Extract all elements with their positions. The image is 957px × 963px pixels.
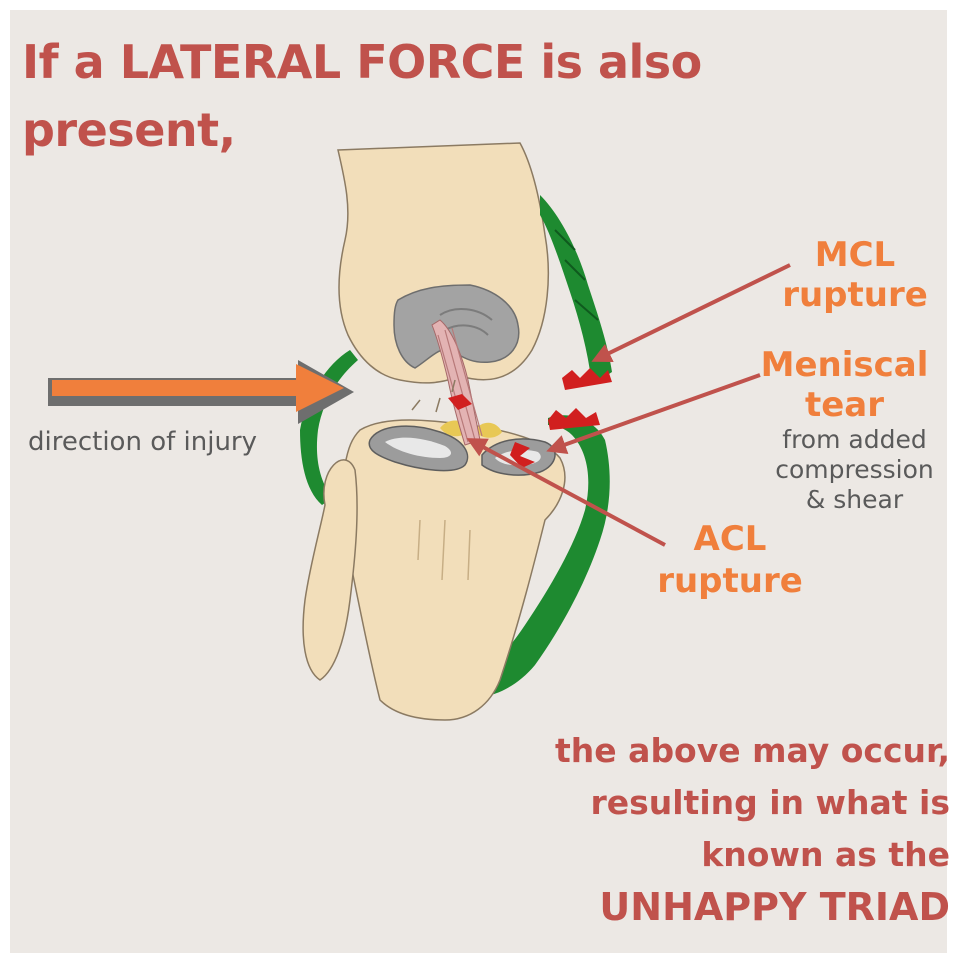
meniscal-label-line-2: tear — [742, 385, 947, 425]
acl-label-line-1: ACL — [640, 518, 820, 560]
meniscal-tear-label: Meniscal tear — [742, 345, 947, 425]
conclusion-line-1: the above may occur, — [430, 725, 950, 777]
acl-label-line-2: rupture — [640, 560, 820, 602]
title-line-2: present, — [22, 96, 782, 164]
mcl-label-line-1: MCL — [780, 235, 930, 275]
mcl-label-line-2: rupture — [780, 275, 930, 315]
acl-rupture-label: ACL rupture — [640, 518, 820, 602]
title-line-1: If a LATERAL FORCE is also — [22, 28, 782, 96]
meniscal-tear-note: from added compression & shear — [752, 425, 957, 515]
mcl-rupture-label: MCL rupture — [780, 235, 930, 315]
direction-of-injury-label: direction of injury — [28, 427, 257, 457]
conclusion-line-3: known as the — [430, 829, 950, 881]
meniscal-note-line-3: & shear — [752, 485, 957, 515]
meniscal-label-line-1: Meniscal — [742, 345, 947, 385]
conclusion-line-2: resulting in what is — [430, 777, 950, 829]
meniscal-note-line-2: compression — [752, 455, 957, 485]
conclusion-text: the above may occur, resulting in what i… — [430, 725, 950, 933]
fibula-bone — [303, 460, 357, 680]
unhappy-triad-title: UNHAPPY TRIAD — [430, 881, 950, 933]
direction-arrow — [48, 360, 354, 424]
page-title: If a LATERAL FORCE is also present, — [22, 28, 782, 164]
meniscal-note-line-1: from added — [752, 425, 957, 455]
